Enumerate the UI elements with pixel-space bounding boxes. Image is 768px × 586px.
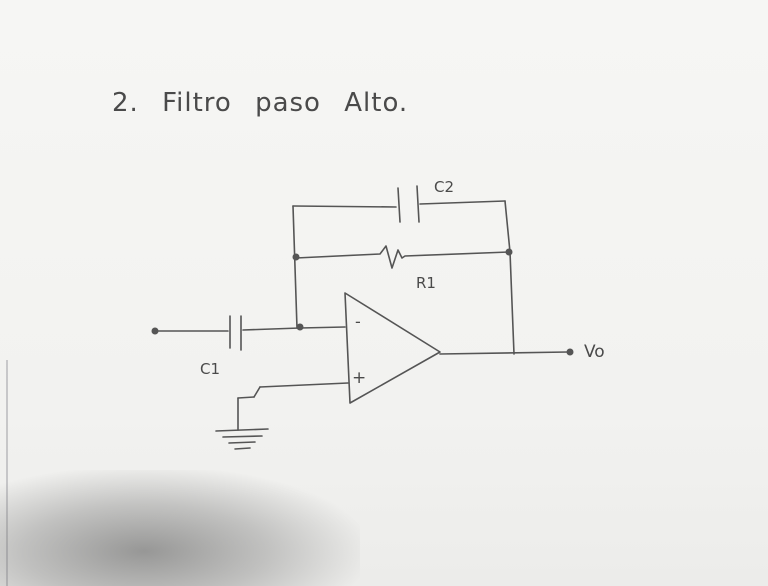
c2-wire-left [292, 205, 397, 208]
op-amp-triangle [344, 292, 441, 404]
c2-plate-right [416, 185, 420, 223]
ground-wire-jog [253, 386, 261, 398]
c1-to-node-wire [242, 327, 301, 331]
ground-line-4 [234, 447, 251, 450]
inverting-input-sign: - [355, 312, 361, 331]
title-word-2: paso [255, 88, 321, 118]
right-rail-to-output [509, 251, 515, 355]
capacitor-c2-label: C2 [434, 178, 455, 196]
ground-line-1 [215, 428, 269, 432]
right-feedback-rail [504, 200, 511, 253]
ground-line-2 [222, 435, 263, 438]
photo-shadow [0, 470, 360, 586]
title-number: 2. [112, 88, 139, 118]
feedback-node-left-dot [292, 253, 300, 261]
title-word-3: Alto. [344, 88, 409, 118]
output-voltage-label: Vo [584, 342, 605, 362]
feedback-node-right-dot [505, 248, 513, 256]
c2-plate-left [397, 187, 401, 223]
r1-resistor [295, 245, 510, 269]
left-feedback-rail [292, 205, 298, 329]
inverting-node-dot [296, 323, 304, 331]
output-terminal-dot [566, 348, 574, 356]
output-wire [439, 351, 569, 355]
noninverting-input-sign: + [352, 368, 367, 388]
ground-line-3 [228, 441, 256, 444]
noninverting-wire [259, 382, 349, 388]
c2-wire-right [419, 200, 506, 205]
ground-wire-horizontal [237, 396, 255, 399]
resistor-r1-label: R1 [416, 274, 436, 292]
page-title: 2. Filtro paso Alto. [112, 88, 422, 118]
title-word-1: Filtro [162, 88, 232, 118]
capacitor-c1-label: C1 [200, 360, 221, 378]
node-to-inverting-wire [299, 326, 346, 329]
input-terminal-dot [151, 327, 159, 335]
